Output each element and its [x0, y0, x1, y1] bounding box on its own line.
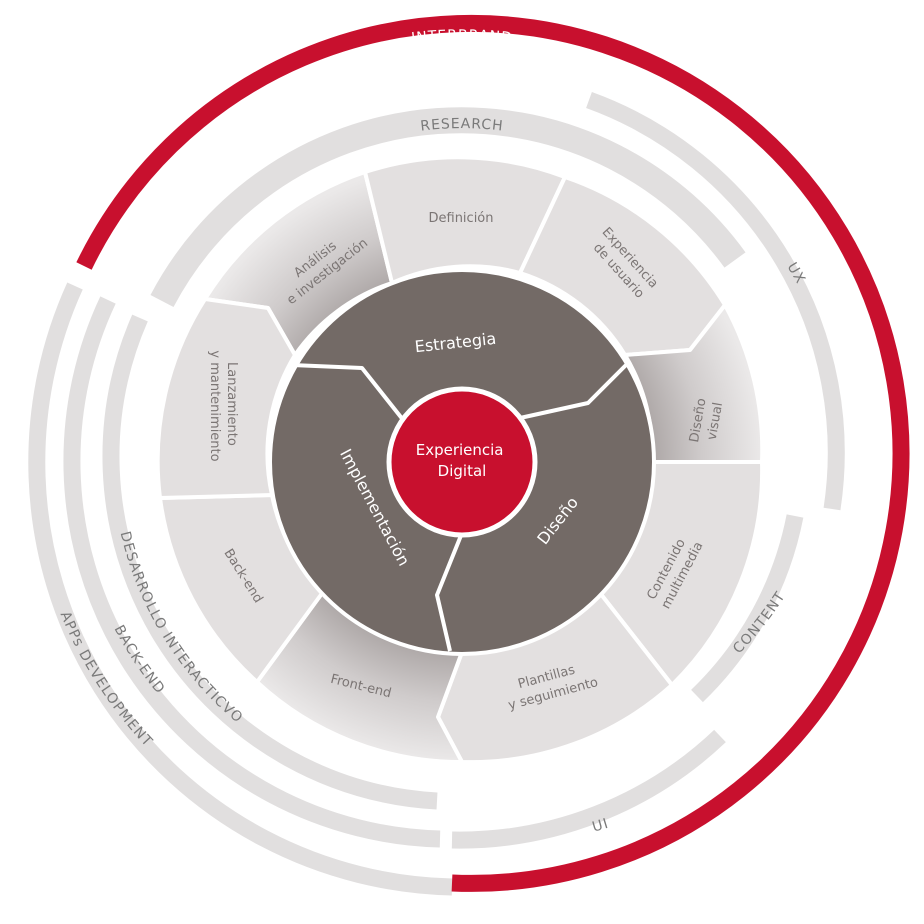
desarrollo-interactivo-arc	[102, 314, 438, 810]
interbrand-label: INTERBRAND	[411, 27, 514, 46]
ux-arc	[586, 92, 845, 511]
cell-lanzamiento-label: Lanzamiento y mantenimiento	[207, 350, 239, 461]
core-circle	[386, 386, 538, 538]
apps-development-arc	[28, 282, 453, 896]
ui-label: UI	[591, 816, 611, 836]
core-label: Experiencia Digital	[416, 441, 509, 480]
cell-lanzamiento	[155, 297, 297, 500]
ui-arc	[451, 729, 726, 849]
divider-diseno-implementacion	[435, 532, 464, 652]
divider-estrategia-implementacion	[291, 363, 406, 423]
cell-contenido-multimedia-label: Contenido multimedia	[644, 531, 707, 611]
content-arc	[691, 514, 804, 703]
back-end-arc	[63, 296, 441, 848]
research-arc	[150, 107, 746, 308]
research-label: RESEARCH	[420, 116, 505, 135]
interbrand-arc	[76, 14, 910, 892]
cell-definicion-label: Definición	[429, 211, 494, 226]
divider-estrategia-diseno	[519, 361, 630, 420]
